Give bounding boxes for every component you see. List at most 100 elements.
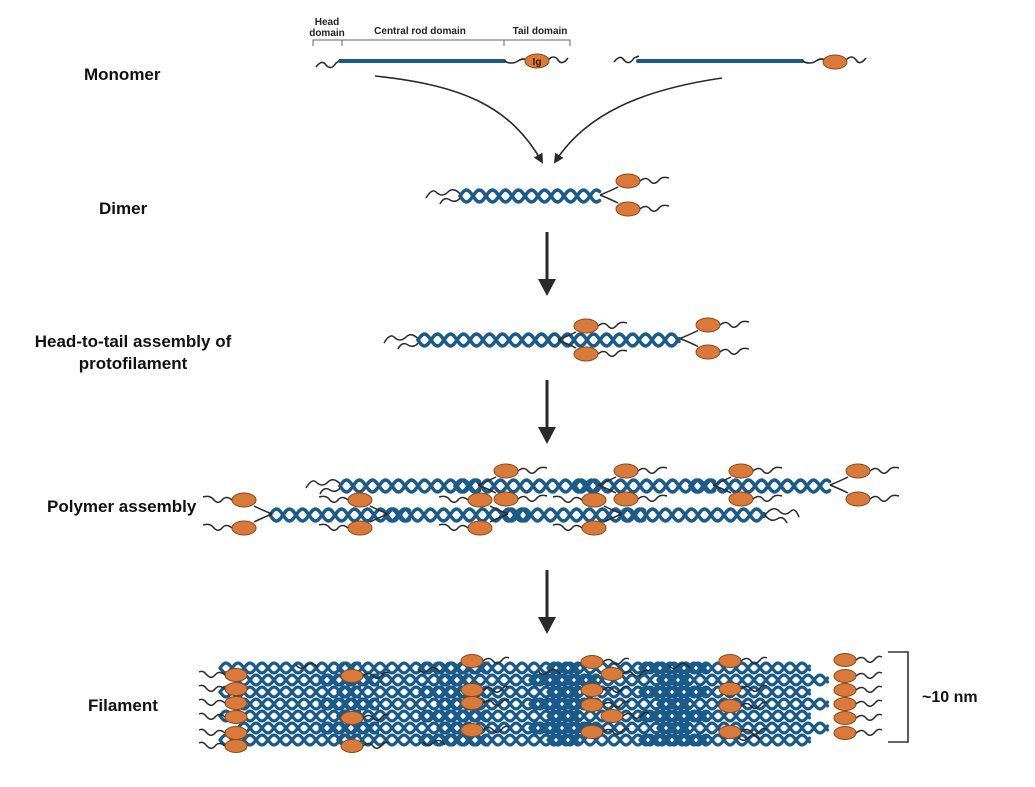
ig-globule	[224, 739, 248, 753]
tail-squiggle	[740, 727, 768, 735]
helix-strand	[656, 673, 830, 687]
head-loop	[764, 508, 800, 524]
tail-squiggle	[202, 495, 233, 503]
ig-globule	[231, 492, 257, 508]
monomer-1-ig-globule	[524, 53, 550, 69]
coiled-coil-rod	[383, 507, 531, 523]
protofilament-structure	[383, 317, 750, 362]
tail-squiggle	[552, 495, 583, 503]
helix-strand	[688, 478, 832, 494]
ig-globule	[833, 653, 857, 667]
label-polymer: Polymer assembly	[47, 497, 197, 516]
monomer-2	[613, 54, 867, 70]
tail-squiggle	[362, 713, 390, 721]
tail-squiggle	[517, 466, 548, 474]
ig-globule	[224, 668, 248, 682]
coiled-coil-rod	[546, 733, 709, 747]
helix-strand	[418, 661, 581, 675]
tail-squiggle	[597, 349, 628, 357]
head-loop	[305, 479, 343, 495]
tail-linker	[599, 186, 619, 196]
coiled-coil-rod	[458, 188, 602, 204]
tail-squiggle	[869, 466, 900, 474]
coiled-coil-rod	[533, 332, 681, 348]
head-domain-label-line1: Head	[315, 17, 339, 28]
monomer-2-head	[613, 55, 640, 64]
ig-globule	[231, 520, 257, 536]
tail-domain-label: Tail domain	[513, 26, 568, 37]
ig-globule	[347, 520, 373, 536]
tail-squiggle	[740, 684, 768, 692]
tail-squiggle	[362, 741, 390, 749]
ig-globule	[845, 463, 871, 479]
head-domain-label-line2: domain	[309, 28, 345, 39]
ig-globule	[224, 682, 248, 696]
tail-linker	[829, 484, 849, 494]
tail-squiggle	[740, 656, 768, 664]
tail-squiggle	[198, 684, 226, 692]
head-loop	[537, 668, 561, 675]
filament-width-label: ~10 nm	[922, 689, 978, 706]
tail-linker	[679, 329, 699, 340]
ig-globule	[718, 725, 742, 739]
ig-globule	[613, 463, 639, 479]
helix-strand	[418, 733, 581, 747]
helix-strand	[436, 673, 599, 687]
ig-globule	[845, 491, 871, 507]
ig-globule	[600, 667, 624, 681]
ig-globule	[340, 739, 364, 753]
ig-globule	[580, 683, 604, 697]
tail-linker	[712, 484, 732, 494]
tail-squiggle	[198, 728, 226, 736]
head-loop	[422, 739, 446, 746]
tail-squiggle	[198, 670, 226, 678]
tail-squiggle	[602, 657, 630, 665]
label-monomer: Monomer	[84, 65, 161, 84]
ig-globule	[460, 723, 484, 737]
helix-strand	[656, 721, 830, 735]
ig-globule	[573, 346, 599, 362]
coiled-coil-rod	[638, 709, 812, 723]
tail-linker	[597, 476, 617, 486]
helix-strand	[546, 661, 709, 675]
tail-squiggle	[639, 204, 670, 212]
tail-linker	[477, 476, 497, 486]
tail-squiggle	[318, 523, 349, 531]
tail-squiggle	[855, 655, 883, 663]
label-protofilament: Head-to-tail assembly of protofilament	[18, 331, 248, 375]
helix-strand	[638, 709, 812, 723]
ig-globule	[718, 654, 742, 668]
tail-squiggle	[622, 711, 650, 719]
head-loop	[425, 189, 463, 205]
tail-squiggle	[438, 523, 469, 531]
coiled-coil-rod	[218, 661, 362, 675]
tail-linker	[253, 513, 273, 523]
arrow-monomer-1-to-dimer	[374, 75, 543, 164]
ig-globule	[580, 698, 604, 712]
arrow-protofilament-to-polymer	[538, 380, 556, 444]
tail-squiggle	[719, 320, 750, 328]
tail-squiggle	[639, 176, 670, 184]
ig-globule	[573, 318, 599, 334]
ig-globule	[833, 683, 857, 697]
tail-squiggle	[855, 713, 883, 721]
coiled-coil-rod	[418, 733, 581, 747]
tail-linker	[557, 339, 577, 349]
coiled-coil-rod	[638, 733, 812, 747]
tail-squiggle	[855, 699, 883, 707]
filament-width-bracket	[888, 651, 909, 743]
label-protofilament-line1: Head-to-tail assembly of	[34, 332, 232, 351]
helix-strand	[638, 733, 812, 747]
head-loop	[417, 666, 441, 673]
tail-squiggle	[752, 466, 783, 474]
ig-globule	[340, 669, 364, 683]
helix-strand	[453, 478, 601, 494]
tail-linker	[599, 194, 619, 204]
tail-linker	[477, 484, 497, 494]
tail-squiggle	[482, 698, 510, 706]
helix-strand	[546, 709, 709, 723]
ig-globule	[581, 492, 607, 508]
ig-globule	[460, 696, 484, 710]
ig-globule	[695, 317, 721, 333]
coiled-coil-rod	[528, 721, 691, 735]
